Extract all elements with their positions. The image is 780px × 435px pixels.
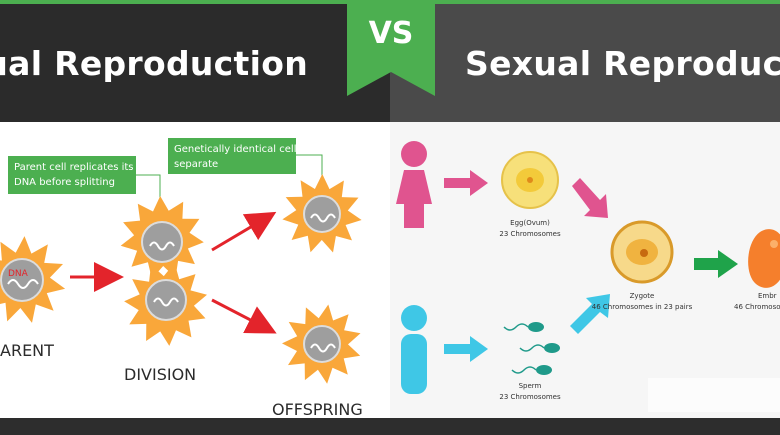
- female-figure: [396, 141, 432, 228]
- offspring-cell-bottom: [282, 304, 361, 384]
- egg-cell: [501, 151, 559, 209]
- arrow-female-to-egg: [444, 170, 488, 196]
- embryo: [748, 229, 780, 288]
- arrow-division-to-offspring-bottom: [211, 298, 277, 334]
- parent-cell: DNA: [0, 236, 66, 323]
- callout-replicate-line1: Parent cell replicates its: [14, 162, 134, 173]
- header-right-bg: [390, 4, 780, 122]
- callout-separate-line1: Genetically identical cells: [174, 144, 302, 155]
- sperm-chromosomes: 23 Chromosomes: [499, 393, 561, 401]
- callout-separate-line2: separate: [174, 159, 218, 170]
- egg-chromosomes: 23 Chromosomes: [499, 230, 561, 238]
- sperm-cells: [503, 322, 560, 375]
- bottom-bar: [0, 418, 780, 435]
- callout-replicate-line2: DNA before splitting: [14, 177, 115, 188]
- arrow-division-to-offspring-top: [211, 211, 277, 252]
- asexual-title: sexual Reproduction: [0, 44, 308, 83]
- offspring-cell-top: [282, 174, 362, 253]
- header-left-bg: [0, 4, 390, 122]
- callout-replicate-box: [8, 156, 136, 194]
- dividing-cell-bottom: [124, 262, 207, 346]
- male-figure: [401, 305, 427, 394]
- label-division: DIVISION: [124, 365, 196, 384]
- label-offspring: OFFSPRING: [272, 400, 363, 418]
- arrow-male-to-sperm: [444, 336, 488, 362]
- arrow-zygote-to-embryo: [694, 250, 738, 278]
- sperm-label: Sperm: [519, 382, 542, 390]
- blank-area: [648, 378, 780, 412]
- egg-label: Egg(Ovum): [510, 219, 550, 227]
- dna-label: DNA: [8, 269, 29, 279]
- embryo-chromosomes: 46 Chromosome: [734, 303, 780, 311]
- callout-separate-box: [168, 138, 296, 174]
- dividing-cell-top: [120, 196, 204, 279]
- sexual-title: Sexual Reproductio: [465, 44, 780, 83]
- diagram-canvas: Parent cell replicates its DNA before sp…: [0, 138, 780, 418]
- embryo-label: Embr: [758, 292, 777, 300]
- zygote-label: Zygote: [630, 292, 655, 300]
- arrow-egg-to-zygote: [572, 178, 608, 218]
- arrow-sperm-to-zygote: [570, 294, 610, 334]
- zygote-cell: [610, 220, 674, 284]
- vs-label: VS: [368, 16, 414, 51]
- vs-badge: [347, 0, 435, 96]
- zygote-chromosomes: 46 Chromosomes in 23 pairs: [592, 303, 693, 311]
- label-parent: ARENT: [0, 341, 54, 360]
